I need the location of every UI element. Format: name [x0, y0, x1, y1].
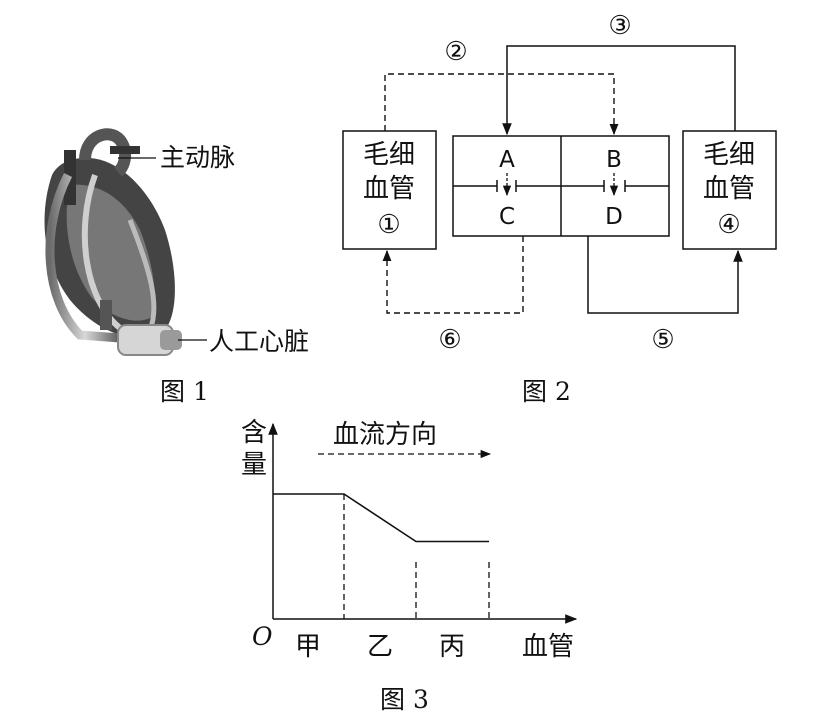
path-label-5: ⑤ [651, 325, 674, 355]
x-tick-bing: 丙 [439, 632, 465, 662]
origin-label: O [252, 622, 273, 651]
chamber-c: C [499, 204, 515, 230]
path-3-solid [502, 45, 736, 136]
caption-figure-1: 图 1 [160, 377, 209, 406]
x-tick-jia: 甲 [295, 632, 321, 662]
chamber-a: A [499, 147, 515, 173]
path-2-dashed [384, 73, 619, 136]
label-artificial-heart: 人工心脏 [209, 327, 309, 356]
label-aorta: 主动脉 [160, 143, 235, 172]
artificial-heart-illustration [44, 128, 207, 356]
chart-axes [268, 422, 578, 624]
capillary-1-line1: 毛细 [363, 140, 415, 170]
capillary-1-line2: 血管 [363, 174, 415, 204]
path-6-dashed [382, 236, 524, 314]
caption-figure-3: 图 3 [380, 685, 429, 714]
capillary-4-line2: 血管 [703, 174, 755, 204]
y-label-line1: 含 [241, 418, 267, 448]
y-label-line2: 量 [241, 450, 267, 480]
capillary-box-4 [682, 130, 777, 250]
capillary-4-number: ④ [717, 210, 740, 240]
chart-series [273, 493, 489, 543]
chamber-b: B [606, 147, 622, 173]
chamber-d: D [605, 204, 623, 230]
heart-chambers-box [452, 135, 670, 237]
flow-direction-label: 血流方向 [333, 420, 437, 450]
x-tick-yi: 乙 [367, 632, 393, 662]
capillary-4-line1: 毛细 [703, 140, 755, 170]
capillary-1-number: ① [377, 210, 400, 240]
path-label-2: ② [444, 37, 467, 67]
x-axis-label: 血管 [522, 632, 574, 662]
capillary-box-1 [342, 130, 437, 250]
path-5-solid [587, 236, 743, 314]
caption-figure-2: 图 2 [522, 377, 571, 406]
path-label-3: ③ [608, 11, 631, 41]
path-label-6: ⑥ [438, 325, 461, 355]
content-series-line [273, 493, 489, 543]
